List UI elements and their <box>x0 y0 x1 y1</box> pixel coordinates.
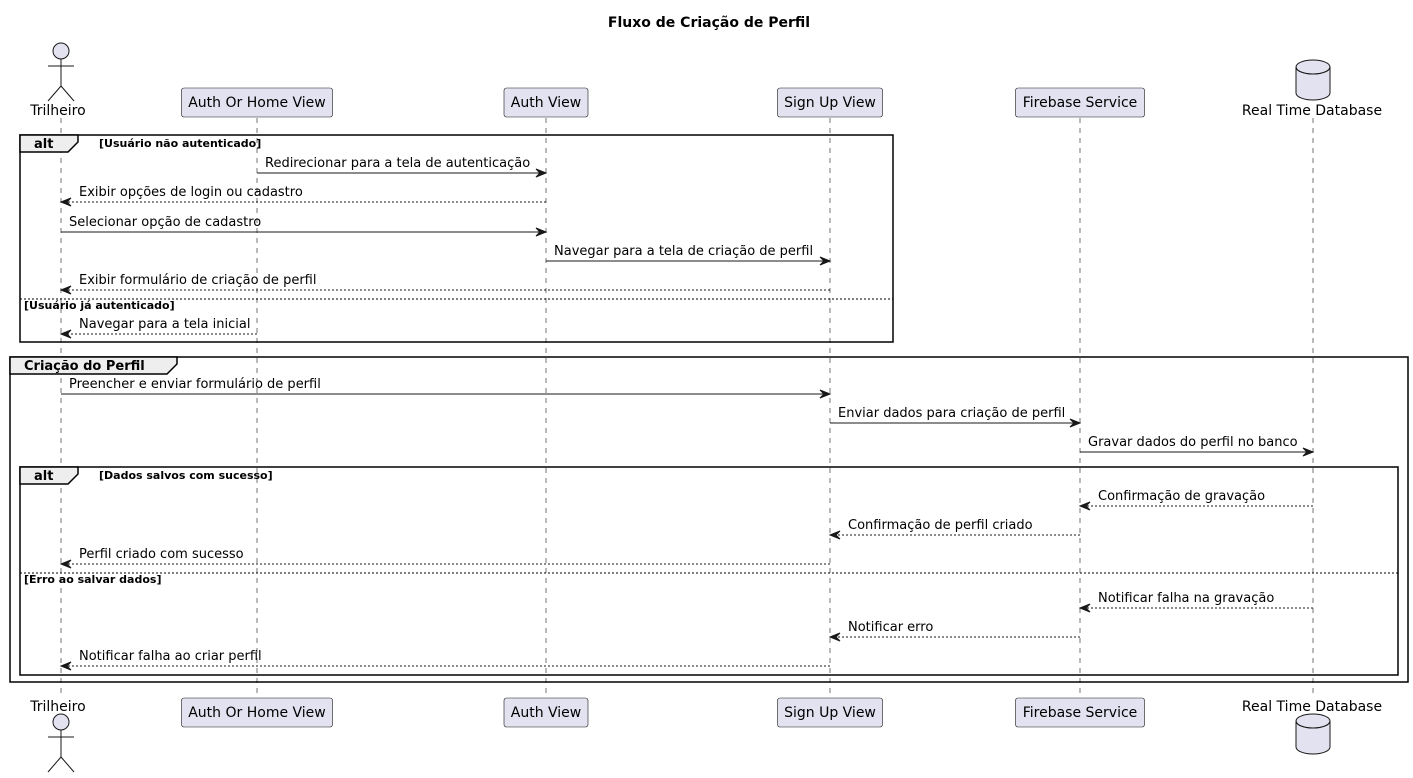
participant-trilheiro-top: Trilheiro <box>29 42 86 119</box>
message-label: Confirmação de perfil criado <box>848 518 1033 533</box>
group-frame-profile: Criação do Perfil <box>9 356 1409 683</box>
participant-signup_view-bottom: Sign Up View <box>777 697 883 728</box>
message-arrow: Redirecionar para a tela de autenticação <box>257 156 548 178</box>
participant-box <box>1015 87 1145 118</box>
participant-rtdb-top: Real Time Database <box>1242 59 1382 119</box>
message-arrow: Exibir opções de login ou cadastro <box>59 185 546 207</box>
message-label: Navegar para a tela de criação de perfil <box>554 244 813 259</box>
participant-label: Firebase Service <box>1023 705 1138 721</box>
participant-box <box>1015 697 1145 728</box>
message-label: Perfil criado com sucesso <box>79 547 244 562</box>
message-arrow: Confirmação de gravação <box>1078 489 1313 511</box>
participant-trilheiro-bottom: Trilheiro <box>29 699 86 773</box>
message-label: Notificar falha na gravação <box>1098 591 1274 606</box>
actor-icon <box>47 42 75 102</box>
message-label: Exibir formulário de criação de perfil <box>79 273 316 288</box>
message-label: Gravar dados do perfil no banco <box>1088 435 1298 450</box>
participant-label: Sign Up View <box>784 95 876 111</box>
participant-rtdb-bottom: Real Time Database <box>1242 699 1382 755</box>
message-label: Enviar dados para criação de perfil <box>838 406 1065 421</box>
participant-label: Trilheiro <box>29 103 85 119</box>
participant-box <box>777 87 883 118</box>
message-arrow: Notificar erro <box>828 620 1080 642</box>
alt-guard: [Usuário já autenticado] <box>24 299 175 312</box>
participant-box <box>181 697 333 728</box>
participant-label: Auth View <box>511 705 582 721</box>
alt-guard: [Usuário não autenticado] <box>99 137 261 150</box>
participant-label: Trilheiro <box>29 699 85 715</box>
message-arrow: Notificar falha ao criar perfil <box>59 649 830 671</box>
participant-label: Firebase Service <box>1023 95 1138 111</box>
database-icon <box>1295 59 1331 101</box>
actor-icon <box>47 713 75 773</box>
message-label: Selecionar opção de cadastro <box>69 215 261 230</box>
participant-box <box>503 697 589 728</box>
message-label: Notificar erro <box>848 620 933 635</box>
participant-auth_view-top: Auth View <box>503 87 589 118</box>
participant-auth_view-bottom: Auth View <box>503 697 589 728</box>
message-label: Notificar falha ao criar perfil <box>79 649 262 664</box>
alt-frame-save: alt [Dados salvos com sucesso] [Erro ao sa… <box>19 466 1399 676</box>
participant-signup_view-top: Sign Up View <box>777 87 883 118</box>
alt-frame-auth: alt [Usuário não autenticado] [Usuário já … <box>19 134 894 343</box>
message-arrow: Perfil criado com sucesso <box>59 547 830 569</box>
frame-keyword: alt <box>34 469 53 484</box>
participant-label: Sign Up View <box>784 705 876 721</box>
message-label: Navegar para a tela inicial <box>79 317 250 332</box>
message-arrow: Gravar dados do perfil no banco <box>1080 435 1315 457</box>
message-label: Exibir opções de login ou cadastro <box>79 185 303 200</box>
participant-auth_or_home-bottom: Auth Or Home View <box>181 697 333 728</box>
participant-label: Auth View <box>511 95 582 111</box>
participant-firebase-top: Firebase Service <box>1015 87 1145 118</box>
messages: Redirecionar para a tela de autenticação… <box>59 156 1315 671</box>
message-arrow: Notificar falha na gravação <box>1078 591 1313 613</box>
message-label: Confirmação de gravação <box>1098 489 1265 504</box>
diagram-title: Fluxo de Criação de Perfil <box>608 15 810 31</box>
frame-keyword: Criação do Perfil <box>24 359 145 374</box>
message-label: Preencher e enviar formulário de perfil <box>69 377 321 392</box>
message-arrow: Enviar dados para criação de perfil <box>830 406 1082 428</box>
frame-keyword: alt <box>34 137 53 152</box>
message-arrow: Navegar para a tela inicial <box>59 317 257 339</box>
alt-guard: [Erro ao salvar dados] <box>24 573 161 586</box>
lifelines <box>60 118 1314 697</box>
message-label: Redirecionar para a tela de autenticação <box>265 156 530 171</box>
database-icon <box>1295 713 1331 755</box>
participant-label: Real Time Database <box>1242 699 1382 715</box>
participant-box <box>503 87 589 118</box>
message-arrow: Confirmação de perfil criado <box>828 518 1080 540</box>
participant-auth_or_home-top: Auth Or Home View <box>181 87 333 118</box>
participant-label: Auth Or Home View <box>188 705 326 721</box>
message-arrow: Exibir formulário de criação de perfil <box>59 273 830 295</box>
participant-label: Real Time Database <box>1242 103 1382 119</box>
participant-firebase-bottom: Firebase Service <box>1015 697 1145 728</box>
participant-label: Auth Or Home View <box>188 95 326 111</box>
participant-box <box>777 697 883 728</box>
message-arrow: Preencher e enviar formulário de perfil <box>61 377 832 399</box>
participant-box <box>181 87 333 118</box>
message-arrow: Selecionar opção de cadastro <box>61 215 548 237</box>
frames: alt [Usuário não autenticado] [Usuário já … <box>9 134 1409 683</box>
message-arrow: Navegar para a tela de criação de perfil <box>546 244 832 266</box>
alt-guard: [Dados salvos com sucesso] <box>99 469 273 482</box>
